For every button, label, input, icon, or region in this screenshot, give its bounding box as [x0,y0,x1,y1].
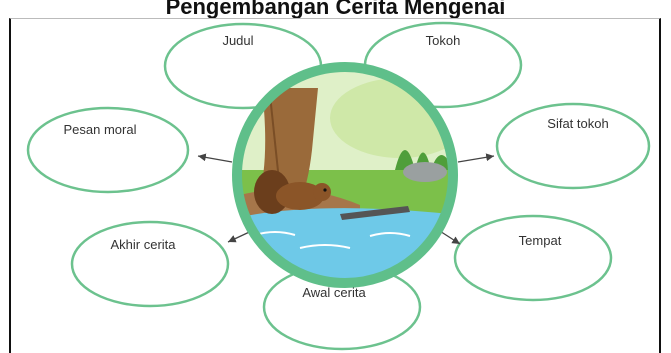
node-tempat-label: Tempat [518,233,562,248]
node-pesan-moral-label: Pesan moral [63,122,137,137]
node-tokoh-label: Tokoh [425,33,461,48]
node-akhir-cerita-ellipse [70,220,230,308]
node-tempat-ellipse [453,214,613,302]
arrow-to-sifat-tokoh [457,153,495,163]
center-illustration [232,62,458,288]
node-sifat-tokoh-ellipse [495,102,651,190]
node-sifat-tokoh-label: Sifat tokoh [547,116,609,131]
arrow-to-pesan-moral [197,153,233,163]
node-judul-label: Judul [222,33,254,48]
node-akhir-cerita-label: Akhir cerita [110,237,176,252]
page-title: Pengembangan Cerita Mengenai [165,0,506,18]
node-awal-cerita-label: Awal cerita [302,285,366,300]
diagram-frame [9,18,661,353]
node-pesan-moral-ellipse [26,106,190,194]
